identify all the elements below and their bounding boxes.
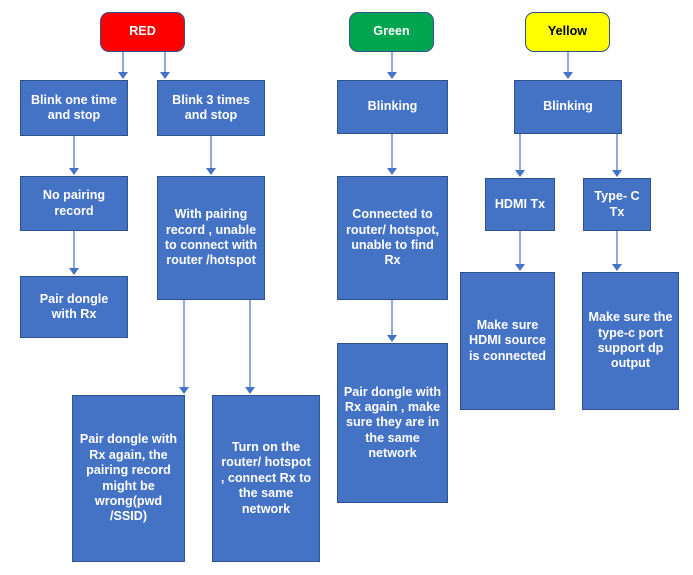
connector-red-to-blink-three [164,52,166,74]
connector-with-pairing-to-turn-on-router [249,300,251,388]
connector-yellow-to-blinking [567,52,569,74]
connector-green-to-blinking [391,52,393,74]
arrowhead-hdmi-tx-to-hdmi-source [515,264,525,271]
node-typec-tx[interactable]: Type- C Tx [583,178,651,231]
connector-green-blinking-to-connected [391,134,393,169]
connector-yellow-blinking-to-hdmi-tx [519,134,521,171]
connector-blink-three-to-with-pairing [210,136,212,169]
connector-blink-one-to-no-pairing [73,136,75,169]
arrowhead-with-pairing-to-pair-again-pwd [179,387,189,394]
node-no-pairing-record[interactable]: No pairing record [20,176,128,231]
arrowhead-yellow-to-blinking [563,72,573,79]
connector-hdmi-tx-to-hdmi-source [519,231,521,265]
connector-no-pairing-to-pair-dongle [73,231,75,269]
node-make-sure-hdmi-source-connected[interactable]: Make sure HDMI source is connected [460,272,555,410]
node-red[interactable]: RED [100,12,185,52]
node-blink-one-time-and-stop[interactable]: Blink one time and stop [20,80,128,136]
node-blink-3-times-and-stop[interactable]: Blink 3 times and stop [157,80,265,136]
node-green-blinking[interactable]: Blinking [337,80,448,134]
arrowhead-yellow-blinking-to-typec-tx [612,170,622,177]
connector-red-to-blink-one [122,52,124,74]
arrowhead-red-to-blink-one [118,72,128,79]
arrowhead-green-to-blinking [387,72,397,79]
node-turn-on-router-hotspot[interactable]: Turn on the router/ hotspot , connect Rx… [212,395,320,562]
connector-typec-tx-to-typec-dp [616,231,618,265]
connector-with-pairing-to-pair-again-pwd [183,300,185,388]
node-with-pairing-record[interactable]: With pairing record , unable to connect … [157,176,265,300]
connector-yellow-blinking-to-typec-tx [616,134,618,171]
node-green[interactable]: Green [349,12,434,52]
node-yellow-blinking[interactable]: Blinking [514,80,622,134]
arrowhead-red-to-blink-three [160,72,170,79]
node-yellow[interactable]: Yellow [525,12,610,52]
node-make-sure-typec-port-supports-dp[interactable]: Make sure the type-c port support dp out… [582,272,679,410]
node-connected-unable-to-find-rx[interactable]: Connected to router/ hotspot, unable to … [337,176,448,300]
arrowhead-with-pairing-to-turn-on-router [245,387,255,394]
arrowhead-typec-tx-to-typec-dp [612,264,622,271]
connector-connected-to-pair-again-net [391,300,393,336]
arrowhead-blink-three-to-with-pairing [206,168,216,175]
arrowhead-green-blinking-to-connected [387,168,397,175]
node-pair-dongle-with-rx[interactable]: Pair dongle with Rx [20,276,128,338]
arrowhead-blink-one-to-no-pairing [69,168,79,175]
node-hdmi-tx[interactable]: HDMI Tx [485,178,555,231]
arrowhead-connected-to-pair-again-net [387,335,397,342]
node-pair-dongle-again-pairing-record-wrong[interactable]: Pair dongle with Rx again, the pairing r… [72,395,185,562]
node-pair-dongle-again-same-network[interactable]: Pair dongle with Rx again , make sure th… [337,343,448,503]
arrowhead-yellow-blinking-to-hdmi-tx [515,170,525,177]
arrowhead-no-pairing-to-pair-dongle [69,268,79,275]
